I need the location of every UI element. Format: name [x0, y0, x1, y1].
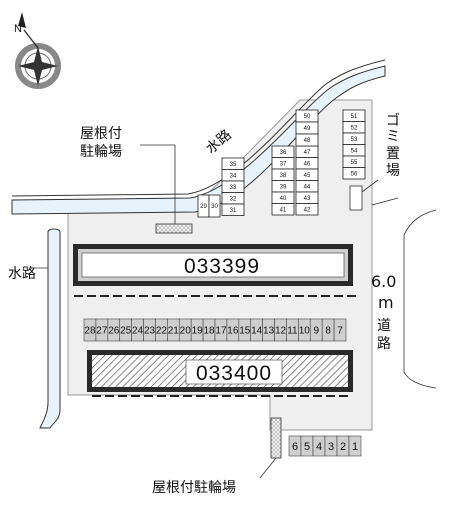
parking-slot-label: 23 — [144, 326, 156, 337]
garbage-label-1: ゴ — [386, 112, 400, 129]
parking-slot-56 — [342, 167, 366, 180]
parking-slot-label: 55 — [351, 160, 358, 166]
parking-slot-label: 13 — [263, 326, 275, 337]
parking-slot-label: 2 — [340, 441, 346, 453]
parking-slot-label: 18 — [203, 326, 215, 337]
parking-slot-label: 25 — [120, 326, 132, 337]
parking-slot-label: 51 — [351, 114, 358, 120]
parking-slot-label: 1 — [352, 441, 358, 453]
parking-slot-label: 14 — [251, 326, 263, 337]
parking-slot-label: 41 — [280, 207, 287, 213]
roof-parking-bottom — [270, 417, 282, 459]
parking-slot-7 — [333, 318, 347, 342]
parking-slot-label: 19 — [192, 326, 204, 337]
parking-slot-label: 42 — [304, 207, 311, 213]
road-name-2: 路 — [377, 336, 391, 352]
parking-slot-label: 32 — [230, 196, 237, 202]
garbage-label-4: 場 — [386, 163, 400, 179]
compass-rose-icon: N — [14, 12, 61, 89]
water-channel-top-label: 水路 — [203, 127, 235, 157]
parking-slot-label: 6 — [292, 441, 298, 453]
parking-slot-label: 4 — [316, 441, 322, 453]
parking-slot-label: 53 — [351, 137, 358, 143]
parking-slot-label: 47 — [304, 150, 311, 156]
building-south-label: 033400 — [196, 362, 272, 385]
parking-slot-label: 48 — [304, 138, 311, 144]
parking-slot-label: 7 — [337, 326, 343, 337]
parking-slot-1 — [348, 435, 362, 457]
parking-slot-label: 12 — [275, 326, 287, 337]
parking-slot-label: 34 — [230, 173, 237, 179]
parking-slot-label: 17 — [215, 326, 227, 337]
parking-slot-label: 45 — [304, 173, 311, 179]
parking-slot-label: 30 — [211, 204, 218, 210]
parking-slot-label: 49 — [304, 126, 311, 132]
parking-slot-label: 50 — [304, 114, 311, 120]
parking-slot-label: 40 — [280, 196, 287, 202]
road-width: 6.0 — [371, 272, 396, 291]
parking-slot-label: 3 — [328, 441, 334, 453]
parking-slot-label: 38 — [280, 173, 287, 179]
parking-slot-label: 27 — [96, 326, 108, 337]
parking-slot-label: 16 — [227, 326, 239, 337]
parking-slot-label: 11 — [287, 326, 298, 337]
parking-slot-label: 54 — [351, 148, 358, 154]
parking-slot-label: 29 — [200, 204, 207, 210]
water-channel-top — [11, 59, 386, 215]
parking-slot-label: 46 — [304, 161, 311, 167]
parking-slot-label: 52 — [351, 125, 358, 131]
roof-parking-top — [155, 223, 193, 234]
parking-slot-label: 10 — [299, 326, 311, 337]
water-channel-left — [30, 228, 61, 429]
parking-slot-label: 5 — [304, 441, 310, 453]
parking-slot-48 — [295, 133, 319, 147]
parking-slot-label: 35 — [230, 162, 237, 168]
parking-slot-31 — [221, 203, 245, 216]
parking-slot-30 — [208, 194, 221, 218]
parking-slot-label: 21 — [168, 326, 180, 337]
garbage-box — [349, 185, 363, 211]
road-unit: m — [378, 293, 394, 312]
building-033400: 033400 — [87, 350, 353, 392]
garbage-label-3: 置 — [386, 146, 400, 162]
roof-parking-top-label-1: 屋根付 — [80, 126, 122, 142]
parking-slot-label: 43 — [304, 196, 311, 202]
parking-slot-label: 15 — [239, 326, 251, 337]
parking-slot-label: 36 — [280, 150, 287, 156]
roof-parking-bottom-label: 屋根付駐輪場 — [152, 479, 236, 496]
parking-slot-42 — [295, 203, 319, 216]
parking-slot-label: 37 — [280, 161, 287, 167]
parking-slot-label: 44 — [304, 184, 311, 190]
parking-slot-label: 28 — [84, 326, 96, 337]
building-033399: 033399 — [73, 244, 353, 286]
parking-slot-label: 26 — [108, 326, 120, 337]
road-name-1: 道 — [377, 318, 391, 334]
parking-slot-label: 9 — [313, 326, 319, 337]
garbage-label-2: ミ — [386, 129, 400, 145]
parking-slot-label: 56 — [351, 171, 358, 177]
parking-slot-label: 24 — [132, 326, 144, 337]
parking-slot-41 — [271, 203, 295, 216]
building-north-label: 033399 — [184, 255, 260, 278]
water-channel-left-label: 水路 — [8, 266, 36, 282]
roof-parking-top-label-2: 駐輪場 — [80, 143, 122, 160]
road — [371, 197, 437, 389]
parking-slot-label: 22 — [156, 326, 168, 337]
parking-slot-label: 33 — [230, 185, 237, 191]
parking-slot-label: 31 — [230, 208, 237, 214]
parking-slot-label: 20 — [180, 326, 192, 337]
parking-slot-label: 39 — [280, 184, 287, 190]
north-label: N — [14, 23, 22, 35]
parking-slot-label: 8 — [325, 326, 331, 337]
